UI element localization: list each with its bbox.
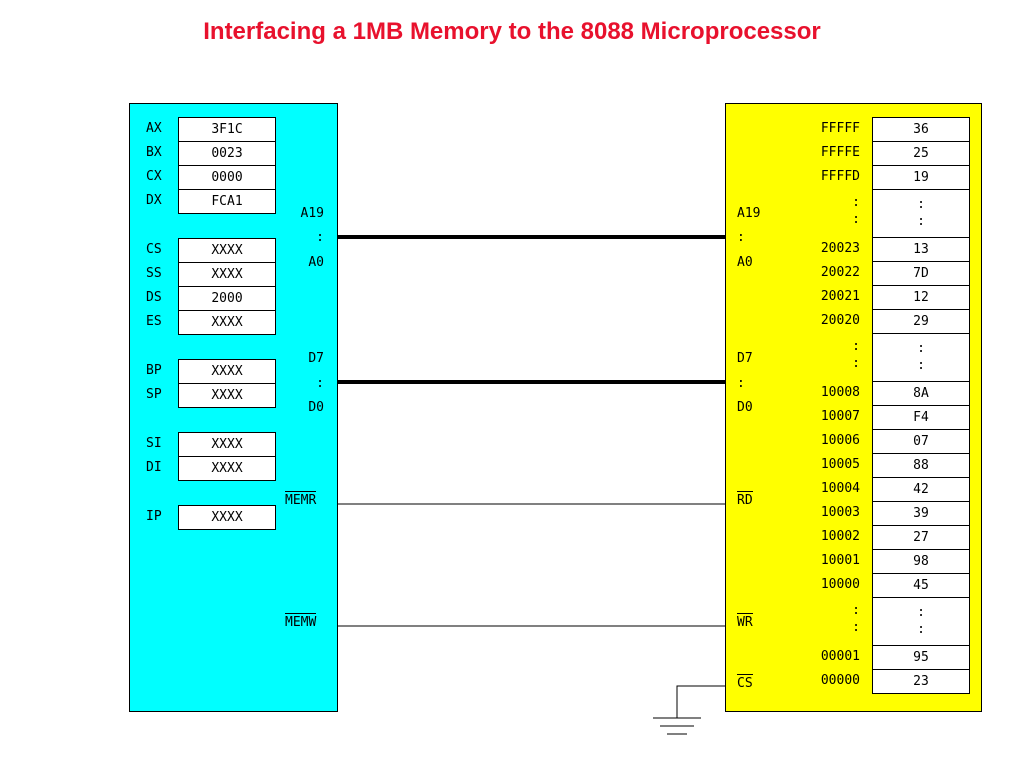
memory-cell-gap: : : (872, 333, 970, 382)
memory-address: 10000 (820, 577, 860, 592)
memory-address: FFFFE (820, 145, 860, 160)
memory-cell: 07 (872, 429, 970, 454)
memory-address: 10006 (820, 433, 860, 448)
mem-wr-label: WR (737, 613, 753, 630)
memory-cell: 98 (872, 549, 970, 574)
memory-cell-gap: : : (872, 597, 970, 646)
memory-address: 00001 (820, 649, 860, 664)
mem-a19-label: A19 (737, 206, 761, 221)
register-label-bx: BX (146, 145, 162, 160)
register-value-cx: 0000 (178, 165, 276, 190)
memory-address: 20020 (820, 313, 860, 328)
memory-address: 20023 (820, 241, 860, 256)
memory-address: 10007 (820, 409, 860, 424)
memory-cell: F4 (872, 405, 970, 430)
register-value-bp: XXXX (178, 359, 276, 384)
mem-d-colon-label: : (737, 376, 745, 391)
cpu-memr-label: MEMR (285, 491, 317, 508)
memory-cell: 12 (872, 285, 970, 310)
ground-icon (653, 717, 701, 735)
memory-cell: 42 (872, 477, 970, 502)
register-value-ss: XXXX (178, 262, 276, 287)
memory-cell: 95 (872, 645, 970, 670)
memory-cell: 29 (872, 309, 970, 334)
memory-address: FFFFF (820, 121, 860, 136)
memory-address: 10005 (820, 457, 860, 472)
register-label-ip: IP (146, 509, 162, 524)
register-value-si: XXXX (178, 432, 276, 457)
register-value-dx: FCA1 (178, 189, 276, 214)
mem-a-colon-label: : (737, 230, 745, 245)
cs-ground-line (676, 685, 725, 718)
register-value-bx: 0023 (178, 141, 276, 166)
register-value-ax: 3F1C (178, 117, 276, 142)
register-value-ip: XXXX (178, 505, 276, 530)
register-value-ds: 2000 (178, 286, 276, 311)
register-label-es: ES (146, 314, 162, 329)
cpu-a-colon-label: : (316, 230, 324, 245)
memory-cell: 88 (872, 453, 970, 478)
register-label-cs: CS (146, 242, 162, 257)
register-value-sp: XXXX (178, 383, 276, 408)
memory-address-gap: : : (852, 603, 860, 635)
memory-cell: 45 (872, 573, 970, 598)
register-label-cx: CX (146, 169, 162, 184)
page-title: Interfacing a 1MB Memory to the 8088 Mic… (203, 18, 821, 45)
cpu-a19-label: A19 (300, 206, 324, 221)
memory-cell: 19 (872, 165, 970, 190)
cpu-a0-label: A0 (308, 255, 324, 270)
mem-d0-label: D0 (737, 400, 753, 415)
memory-address: 10001 (820, 553, 860, 568)
register-label-si: SI (146, 436, 162, 451)
memory-address: 00000 (820, 673, 860, 688)
memory-address: 10004 (820, 481, 860, 496)
memory-cell: 7D (872, 261, 970, 286)
memory-address: 20021 (820, 289, 860, 304)
memory-cell: 8A (872, 381, 970, 406)
register-value-cs: XXXX (178, 238, 276, 263)
memory-cell: 13 (872, 237, 970, 262)
cpu-d-colon-label: : (316, 376, 324, 391)
memory-cell: 23 (872, 669, 970, 694)
memory-cell: 39 (872, 501, 970, 526)
register-label-ax: AX (146, 121, 162, 136)
register-value-di: XXXX (178, 456, 276, 481)
mem-a0-label: A0 (737, 255, 753, 270)
memory-address: 10003 (820, 505, 860, 520)
register-label-dx: DX (146, 193, 162, 208)
register-label-sp: SP (146, 387, 162, 402)
mem-d7-label: D7 (737, 351, 753, 366)
memory-address: 10002 (820, 529, 860, 544)
memory-address: FFFFD (820, 169, 860, 184)
cpu-d0-label: D0 (308, 400, 324, 415)
register-label-bp: BP (146, 363, 162, 378)
memory-address: 20022 (820, 265, 860, 280)
memory-cell: 27 (872, 525, 970, 550)
memory-cell: 25 (872, 141, 970, 166)
cpu-d7-label: D7 (308, 351, 324, 366)
register-label-di: DI (146, 460, 162, 475)
register-label-ds: DS (146, 290, 162, 305)
mem-cs-label: CS (737, 674, 753, 691)
memory-address-gap: : : (852, 195, 860, 227)
memory-address-gap: : : (852, 339, 860, 371)
cpu-memw-label: MEMW (285, 613, 317, 630)
mem-rd-label: RD (737, 491, 753, 508)
register-value-es: XXXX (178, 310, 276, 335)
memory-cell-gap: : : (872, 189, 970, 238)
memory-address: 10008 (820, 385, 860, 400)
register-label-ss: SS (146, 266, 162, 281)
memory-cell: 36 (872, 117, 970, 142)
